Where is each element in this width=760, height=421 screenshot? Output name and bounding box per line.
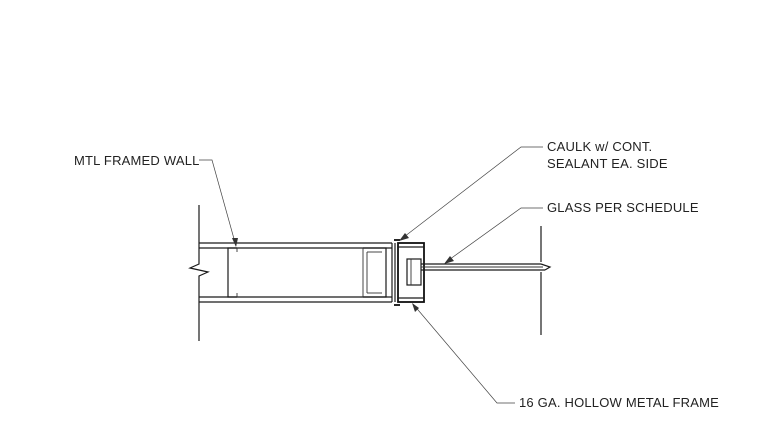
label-caulk-line1: CAULK w/ CONT. (547, 139, 652, 154)
sealant-joint (394, 239, 400, 306)
label-caulk-line2: SEALANT EA. SIDE (547, 156, 668, 171)
left-metal-stud (227, 247, 238, 298)
right-metal-stud (362, 247, 387, 298)
label-hollow-metal-frame: 16 GA. HOLLOW METAL FRAME (519, 395, 719, 410)
label-glass-per-schedule: GLASS PER SCHEDULE (547, 200, 699, 215)
leader-frame (412, 303, 515, 404)
hollow-metal-frame (397, 242, 425, 303)
leader-wall (199, 159, 238, 247)
label-mtl-framed-wall: MTL FRAMED WALL (74, 153, 200, 168)
leader-glass (444, 207, 543, 264)
glass-lite (421, 263, 552, 271)
leader-caulk (399, 146, 543, 241)
left-wall-break-line (188, 205, 210, 341)
